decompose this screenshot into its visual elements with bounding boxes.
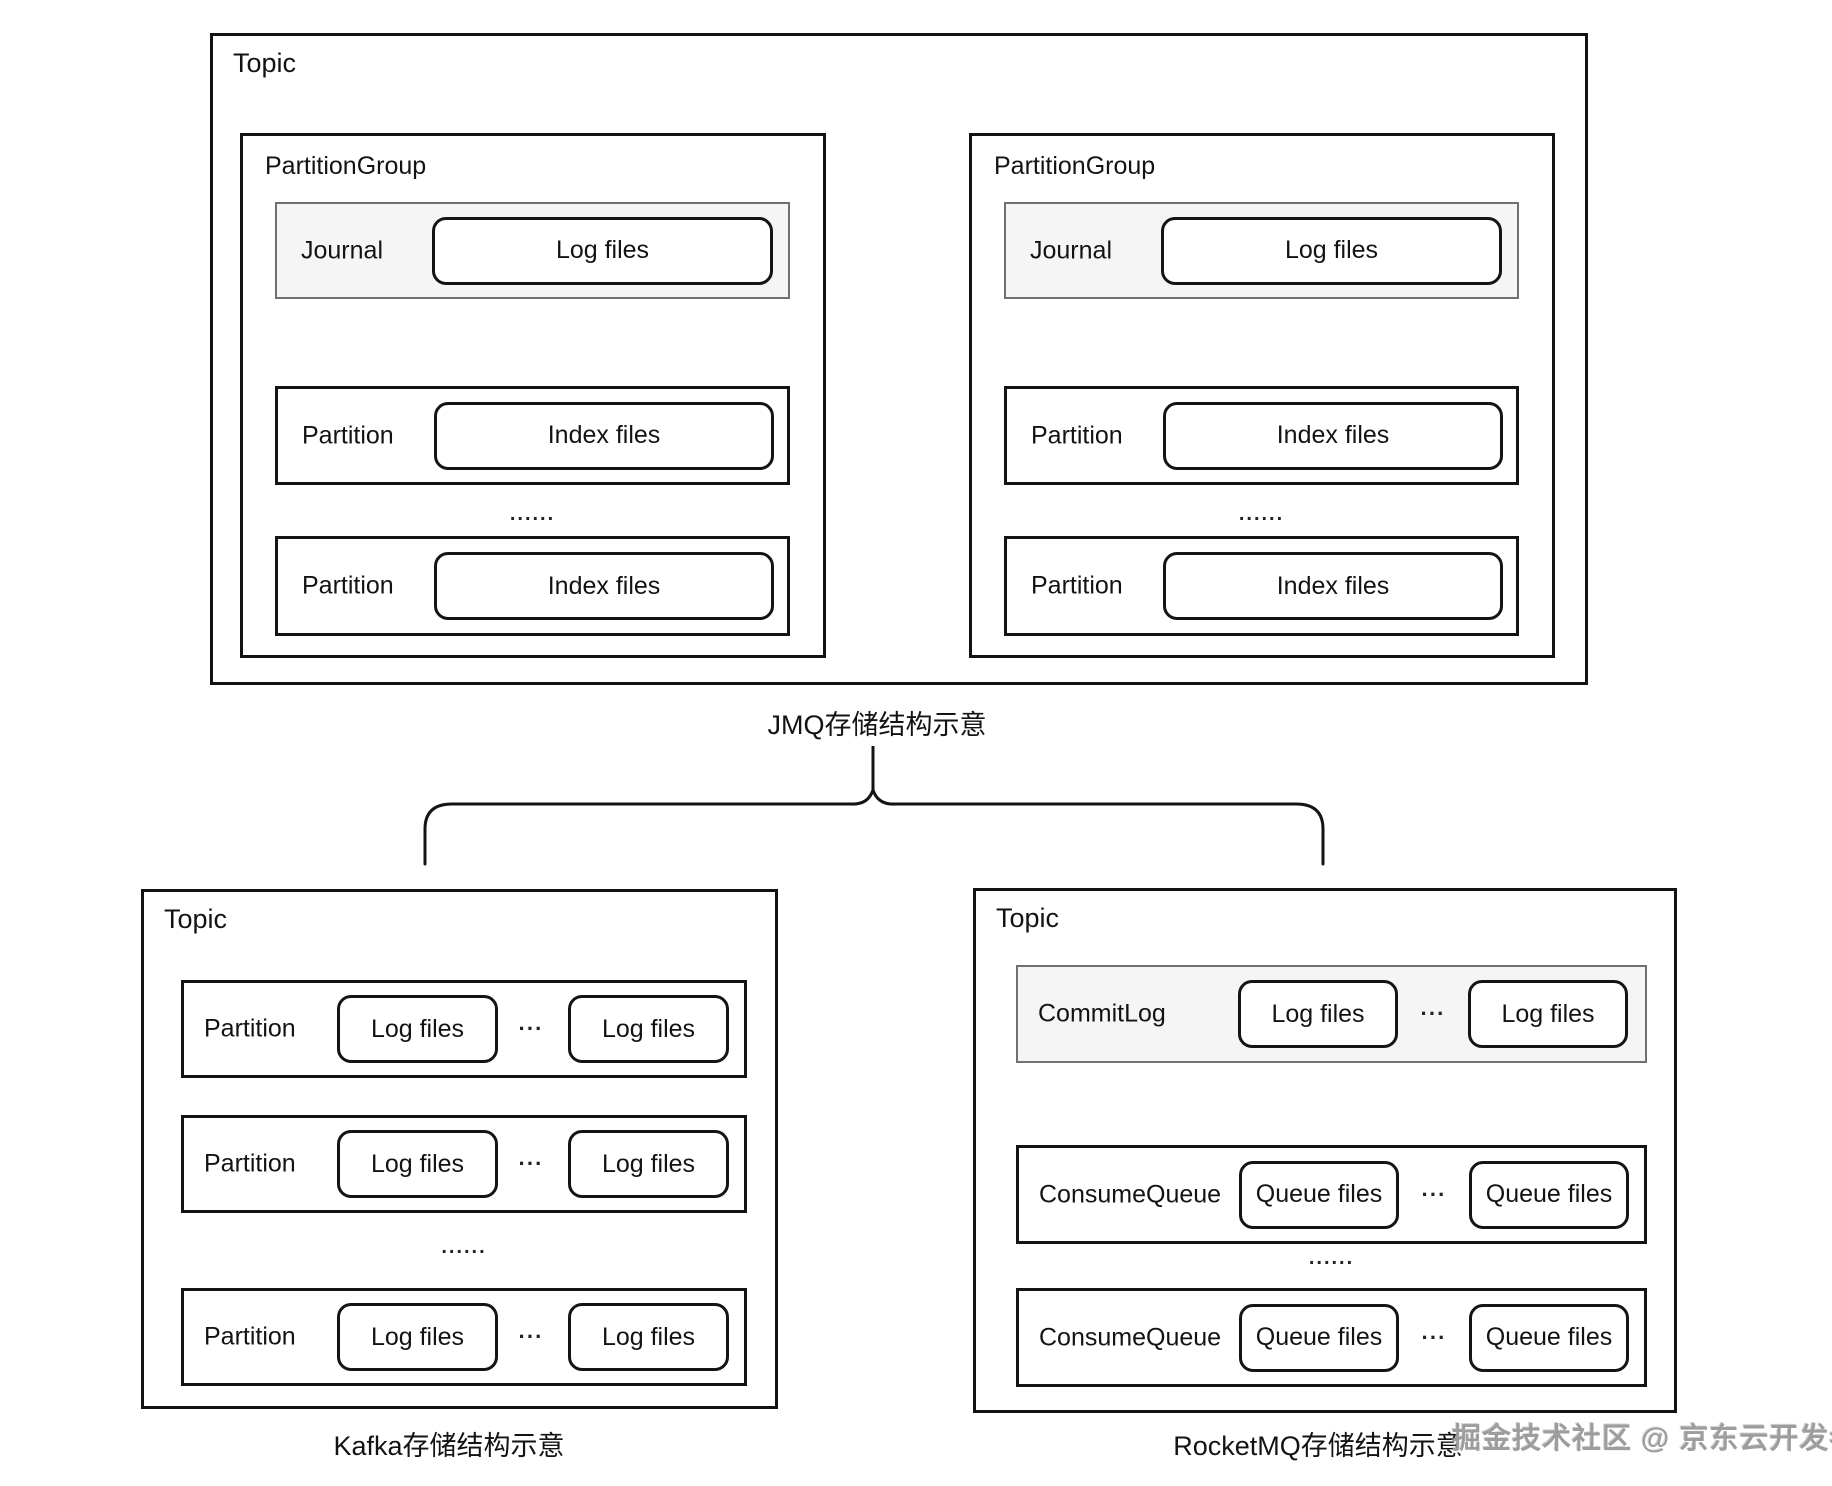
log-files-pill: Log files — [1468, 980, 1628, 1048]
log-files-pill: Log files — [337, 1130, 498, 1198]
kafka-partition-row: Partition Log files ··· Log files — [181, 1115, 747, 1213]
dots-separator: ··· — [1421, 1181, 1447, 1207]
index-files-pill: Index files — [1163, 401, 1503, 470]
partition-label: Partition — [1031, 571, 1123, 600]
jmq-caption: JMQ存储结构示意 — [767, 710, 987, 740]
partition-row: Partition Index files — [275, 386, 790, 485]
index-files-pill: Index files — [434, 552, 774, 620]
partition-label: Partition — [204, 1149, 296, 1178]
partition-label: Partition — [1031, 421, 1123, 449]
index-files-pill: Index files — [1163, 552, 1503, 620]
consumequeue-label: ConsumeQueue — [1039, 1180, 1222, 1208]
more-rows-ellipsis: ...... — [441, 1236, 487, 1258]
kafka-partition-row: Partition Log files ··· Log files — [181, 1288, 747, 1386]
log-files-pill: Log files — [337, 995, 498, 1063]
commitlog-row: CommitLog Log files ··· Log files — [1016, 965, 1647, 1063]
log-files-pill: Log files — [568, 1130, 729, 1198]
queue-files-pill: Queue files — [1239, 1303, 1399, 1372]
journal-row: Journal Log files — [275, 202, 790, 299]
log-files-pill: Log files — [337, 1303, 498, 1371]
partition-label: Partition — [204, 1322, 296, 1351]
jmq-topic-label: Topic — [233, 48, 297, 78]
log-files-pill: Log files — [432, 216, 773, 285]
kafka-topic-box: Topic Partition Log files ··· Log files … — [141, 889, 778, 1409]
partition-group-right: PartitionGroup Journal Log files Partiti… — [969, 133, 1555, 658]
more-rows-ellipsis: ...... — [1308, 1247, 1355, 1269]
partition-row: Partition Index files — [275, 536, 790, 636]
partition-label: Partition — [302, 571, 394, 600]
dots-separator: ··· — [518, 1324, 544, 1349]
queue-files-pill: Queue files — [1239, 1160, 1399, 1229]
consumequeue-row: ConsumeQueue Queue files ··· Queue files — [1016, 1145, 1647, 1244]
kafka-topic-label: Topic — [164, 904, 228, 934]
consumequeue-label: ConsumeQueue — [1039, 1323, 1222, 1351]
more-partitions-ellipsis: ...... — [1238, 503, 1285, 525]
rocketmq-topic-box: Topic CommitLog Log files ··· Log files … — [973, 888, 1677, 1413]
partition-row: Partition Index files — [1004, 386, 1519, 485]
log-files-pill: Log files — [1161, 216, 1502, 285]
more-partitions-ellipsis: ...... — [509, 503, 556, 525]
index-files-pill: Index files — [434, 401, 774, 470]
dots-separator: ··· — [1420, 1001, 1446, 1026]
dots-separator: ··· — [518, 1016, 544, 1041]
partition-label: Partition — [302, 421, 394, 449]
journal-label: Journal — [1030, 236, 1112, 264]
dots-separator: ··· — [1421, 1324, 1447, 1350]
partition-group-left: PartitionGroup Journal Log files Partiti… — [240, 133, 826, 658]
kafka-caption: Kafka存储结构示意 — [333, 1431, 565, 1461]
watermark: 掘金技术社区 @ 京东云开发者 — [1452, 1423, 1832, 1455]
log-files-pill: Log files — [568, 995, 729, 1063]
queue-files-pill: Queue files — [1469, 1160, 1629, 1229]
dots-separator: ··· — [518, 1151, 544, 1176]
commitlog-label: CommitLog — [1038, 999, 1166, 1028]
log-files-pill: Log files — [568, 1303, 729, 1371]
rocketmq-caption: RocketMQ存储结构示意 — [1173, 1431, 1463, 1461]
jmq-topic-box: Topic PartitionGroup Journal Log files P… — [210, 33, 1588, 685]
partition-group-title: PartitionGroup — [265, 152, 427, 180]
partition-group-title: PartitionGroup — [994, 152, 1156, 180]
consumequeue-row: ConsumeQueue Queue files ··· Queue files — [1016, 1288, 1647, 1387]
kafka-partition-row: Partition Log files ··· Log files — [181, 980, 747, 1078]
queue-files-pill: Queue files — [1469, 1303, 1629, 1372]
rocketmq-topic-label: Topic — [996, 903, 1060, 933]
journal-row: Journal Log files — [1004, 202, 1519, 299]
partition-label: Partition — [204, 1014, 296, 1043]
journal-label: Journal — [301, 236, 383, 264]
log-files-pill: Log files — [1238, 980, 1398, 1048]
partition-row: Partition Index files — [1004, 536, 1519, 636]
